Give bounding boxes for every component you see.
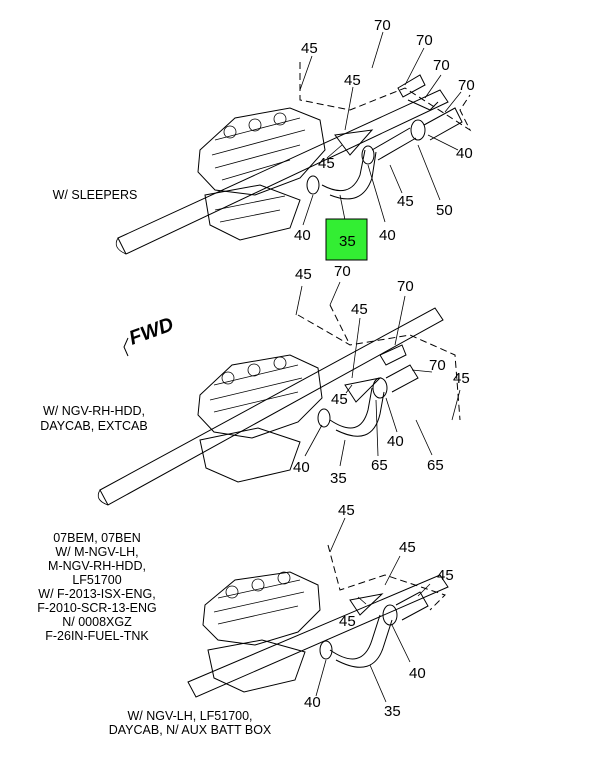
highlight-box-35[interactable] bbox=[325, 218, 368, 261]
clamp-40 bbox=[382, 604, 398, 626]
forward-direction-indicator: FWD bbox=[123, 313, 177, 357]
view-caption: 07BEM, 07BEN bbox=[53, 531, 141, 545]
engine-block bbox=[197, 354, 323, 483]
view-caption: N/ 0008XGZ bbox=[62, 615, 132, 629]
view-caption: W/ NGV-LH, LF51700, bbox=[127, 709, 252, 723]
bracket-70 bbox=[379, 344, 407, 366]
callout: 70 bbox=[458, 77, 475, 94]
view-caption: W/ M-NGV-LH, bbox=[55, 545, 138, 559]
callout: 40 bbox=[387, 433, 404, 450]
callout: 70 bbox=[416, 32, 433, 49]
frame-rail bbox=[187, 574, 449, 698]
callout: 45 bbox=[301, 40, 318, 57]
clamp-40 bbox=[306, 175, 320, 195]
callout: 45 bbox=[453, 370, 470, 387]
view-1-sleepers: 35 45 70 70 70 70 45 45 40 40 45 50 40 W… bbox=[53, 17, 475, 261]
clamp-40 bbox=[317, 408, 331, 428]
callout: 50 bbox=[436, 202, 453, 219]
exhaust-pipe-35 bbox=[321, 149, 366, 192]
callout: 45 bbox=[331, 391, 348, 408]
callout: 40 bbox=[409, 665, 426, 682]
engine-block bbox=[197, 107, 326, 241]
callout: 40 bbox=[379, 227, 396, 244]
view-caption: W/ SLEEPERS bbox=[53, 188, 138, 202]
clamp-40 bbox=[361, 145, 375, 165]
frame-rail bbox=[117, 89, 449, 255]
callout: 65 bbox=[371, 457, 388, 474]
callout: 45 bbox=[339, 613, 356, 630]
callout: 45 bbox=[295, 266, 312, 283]
clamp-40 bbox=[372, 377, 388, 399]
view-caption: LF51700 bbox=[72, 573, 121, 587]
fwd-label: FWD bbox=[126, 313, 176, 349]
view-4-ngv-lh: W/ NGV-LH, LF51700, DAYCAB, N/ AUX BATT … bbox=[109, 709, 272, 737]
callout: 40 bbox=[456, 145, 473, 162]
bracket-45 bbox=[334, 129, 374, 156]
clamp-40 bbox=[319, 640, 333, 660]
engine-block bbox=[202, 571, 321, 693]
callout-35-highlighted[interactable]: 35 bbox=[339, 233, 356, 250]
callout: 35 bbox=[384, 703, 401, 720]
bracket-45 bbox=[349, 593, 384, 616]
callout: 45 bbox=[397, 193, 414, 210]
callout: 40 bbox=[294, 227, 311, 244]
callout: 40 bbox=[293, 459, 310, 476]
bracket-70 bbox=[407, 99, 439, 111]
pipe-50 bbox=[371, 127, 417, 161]
clamp-40 bbox=[410, 119, 426, 141]
view-caption: W/ F-2013-ISX-ENG, bbox=[38, 587, 155, 601]
view-caption: W/ NGV-RH-HDD, bbox=[43, 404, 145, 418]
callout: 70 bbox=[334, 263, 351, 280]
callout: 70 bbox=[429, 357, 446, 374]
callout: 45 bbox=[344, 72, 361, 89]
view-caption: F-26IN-FUEL-TNK bbox=[45, 629, 149, 643]
frame-rail bbox=[99, 307, 444, 506]
bracket-45 bbox=[344, 377, 382, 403]
view-caption: DAYCAB, N/ AUX BATT BOX bbox=[109, 723, 272, 737]
callout: 45 bbox=[399, 539, 416, 556]
callout: 70 bbox=[374, 17, 391, 34]
callout: 45 bbox=[351, 301, 368, 318]
callout: 45 bbox=[338, 502, 355, 519]
bracket-70 bbox=[397, 74, 426, 98]
exhaust-pipe-35 bbox=[329, 387, 373, 429]
callout: 45 bbox=[318, 155, 335, 172]
callout: 65 bbox=[427, 457, 444, 474]
callout: 40 bbox=[304, 694, 321, 711]
view-caption: F-2010-SCR-13-ENG bbox=[37, 601, 156, 615]
view-caption: DAYCAB, EXTCAB bbox=[40, 419, 147, 433]
exhaust-pipe-35 bbox=[329, 614, 381, 660]
view-caption: M-NGV-RH-HDD, bbox=[48, 559, 146, 573]
view-3-07bem: 45 45 45 45 40 40 35 07BEM, 07BEN W/ M-N… bbox=[37, 502, 453, 720]
bracket-65 bbox=[385, 364, 419, 393]
view-2-ngv-rh-hdd: 45 70 70 45 70 45 45 40 65 65 40 35 W/ N… bbox=[40, 263, 470, 506]
callout: 45 bbox=[437, 567, 454, 584]
callout: 35 bbox=[330, 470, 347, 487]
callout: 70 bbox=[433, 57, 450, 74]
arrow-icon bbox=[123, 337, 129, 357]
callout: 70 bbox=[397, 278, 414, 295]
